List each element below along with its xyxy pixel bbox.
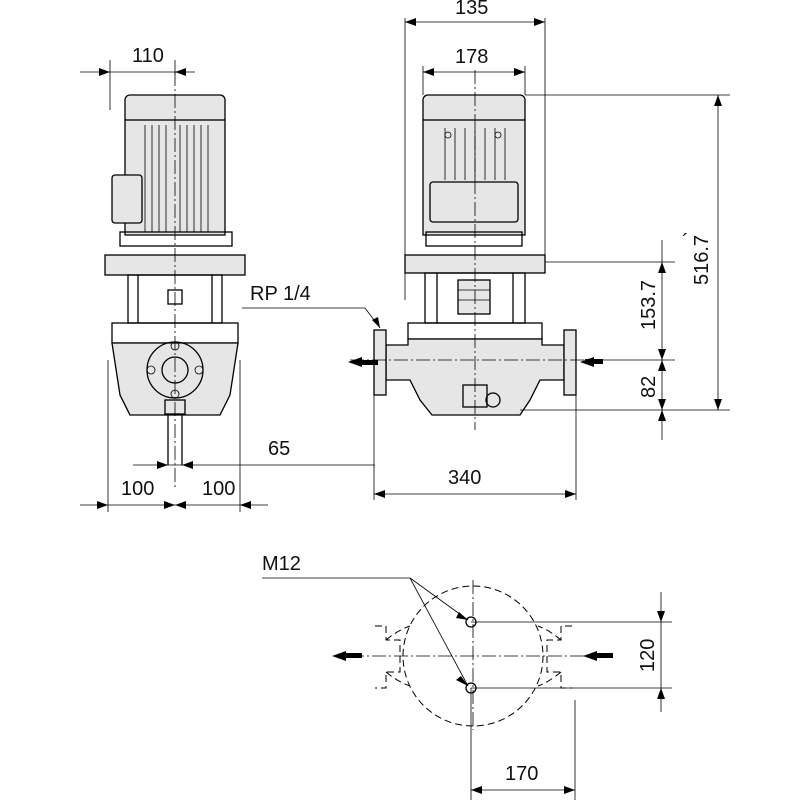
- front-terminal-box: [429, 181, 519, 223]
- base-dimensions: M12 120 170: [262, 553, 672, 800]
- front-dimensions: 135 178 516.7 ´ 153.7 82 RP 1/4: [242, 0, 730, 500]
- filled-arrow-icon: [332, 651, 346, 661]
- filled-arrow-icon: [348, 357, 362, 367]
- front-outlet-flange-right: [563, 329, 577, 396]
- dim-label-153-7: 153.7: [638, 280, 660, 330]
- dim-label-178: 178: [455, 46, 488, 68]
- front-view: [350, 70, 600, 430]
- side-dimensions: 110 65 100 100: [80, 45, 375, 512]
- front-drain-plug: [485, 392, 501, 408]
- dim-label-65: 65: [268, 438, 290, 460]
- dim-label-516-7: 516.7: [691, 235, 713, 285]
- dim-label-rp-1-4: RP 1/4: [250, 283, 311, 305]
- front-flow-arrows: [348, 357, 603, 367]
- side-motor-fins: [144, 125, 209, 232]
- dim-label-170: 170: [505, 763, 538, 785]
- base-bolt-view: [332, 580, 613, 730]
- dim-label-m12: M12: [262, 553, 301, 575]
- front-motor-cap: [422, 94, 526, 124]
- filled-arrow-icon: [583, 651, 597, 661]
- dim-label-120: 120: [637, 639, 659, 672]
- base-left-flange: [375, 625, 401, 689]
- front-pump-housing: [385, 338, 565, 416]
- side-pump-housing: [111, 342, 239, 416]
- side-terminal-box: [111, 174, 143, 224]
- dim-label-82: 82: [638, 376, 660, 398]
- dim-label-100-left: 100: [121, 478, 154, 500]
- dim-label-340: 340: [448, 467, 481, 489]
- svg-text:´: ´: [682, 231, 689, 253]
- base-right-flange: [546, 625, 572, 689]
- dim-label-135: 135: [455, 0, 488, 19]
- front-shaft-coupling: [457, 279, 491, 315]
- dim-label-110: 110: [132, 45, 164, 67]
- side-view: [104, 72, 246, 490]
- dim-label-100-right: 100: [202, 478, 235, 500]
- front-motor-body: [422, 119, 526, 236]
- side-motor-base: [119, 231, 233, 247]
